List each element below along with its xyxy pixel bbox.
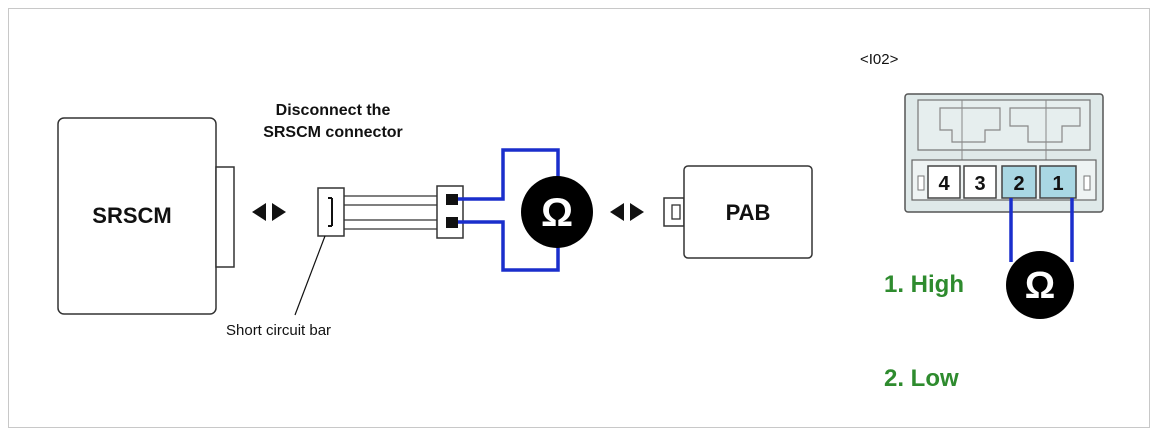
pab-module: PAB (663, 165, 813, 259)
short-bar-label: Short circuit bar (226, 322, 331, 339)
pin-4-label: 4 (938, 173, 950, 195)
step-high: 1. High (884, 271, 964, 298)
connector-id: <I02> (860, 51, 899, 68)
svg-text:Ω: Ω (541, 191, 573, 235)
leader-line (294, 235, 326, 316)
pab-label: PAB (726, 200, 771, 225)
diagram-frame (8, 8, 1150, 428)
pin-1-label: 1 (1052, 173, 1063, 195)
double-arrow-icon (252, 203, 286, 221)
pin-1 (1039, 165, 1077, 199)
srscm-label: SRSCM (92, 203, 171, 228)
probe-wires (1009, 198, 1074, 262)
ohmmeter-icon: Ω (1006, 251, 1074, 319)
instruction-line-2: SRSCM connector (263, 124, 403, 141)
pin-4 (927, 165, 961, 199)
pin-3-label: 3 (974, 173, 985, 195)
harness-connector (436, 185, 464, 239)
meter-wires (458, 148, 560, 272)
pin-3 (963, 165, 997, 199)
harness (344, 195, 437, 230)
instruction-line-1: Disconnect the (276, 102, 391, 119)
step-low: 2. Low (884, 365, 959, 392)
short-circuit-bar (317, 187, 345, 237)
pin-2 (1001, 165, 1037, 199)
connector-pins: 4 3 2 1 (927, 165, 1077, 199)
svg-text:Ω: Ω (1025, 265, 1055, 307)
double-arrow-icon (610, 203, 644, 221)
pin-2-label: 2 (1013, 173, 1024, 195)
ohmmeter-icon: Ω (521, 176, 593, 248)
srscm-module: SRSCM (57, 117, 235, 315)
